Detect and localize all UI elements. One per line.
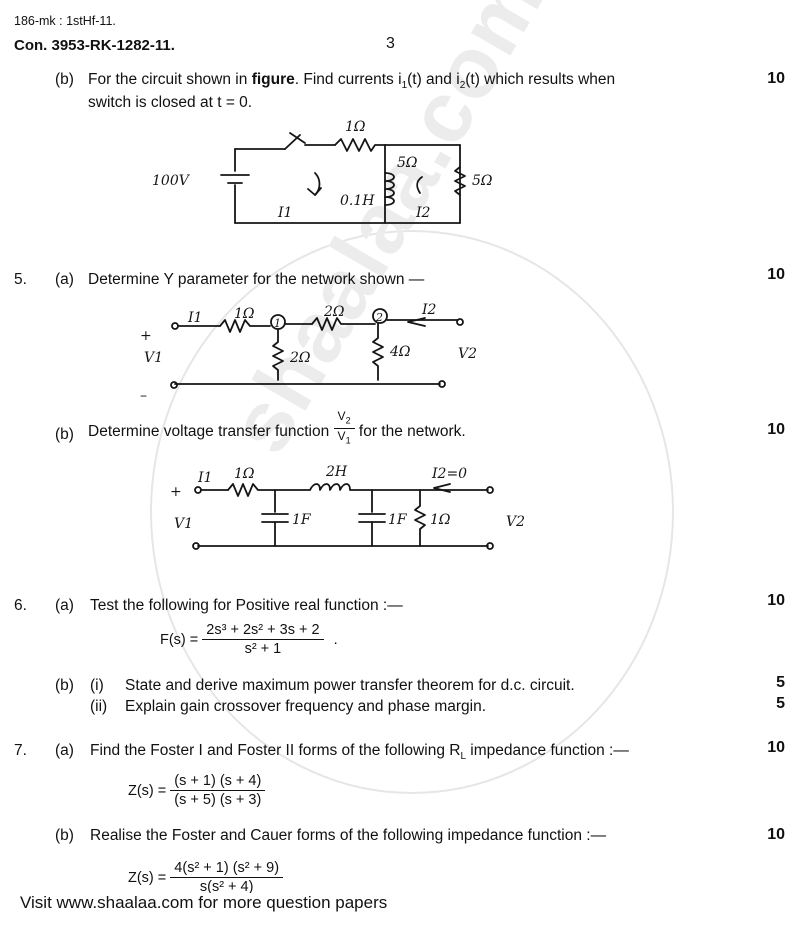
c3-v1-label: V1	[174, 516, 193, 532]
q5b-label: (b)	[55, 426, 74, 443]
q6b-ii-text: Explain gain crossover frequency and pha…	[125, 698, 487, 715]
q6b-i-label: (i)	[90, 677, 104, 694]
page-number: 3	[386, 35, 395, 52]
q6-number: 6.	[14, 597, 27, 614]
q5-number: 5.	[14, 271, 27, 288]
q7b-marks: 10	[767, 826, 785, 843]
c3-r2-label: 1Ω	[430, 512, 451, 528]
q7a-equation: Z(s) = (s + 1) (s + 4)(s + 5) (s + 3)	[128, 773, 266, 808]
watermark-circle	[150, 230, 674, 794]
q6b-i-text: State and derive maximum power transfer …	[125, 677, 575, 694]
circuit-q4b: 100V 1Ω 5Ω 5Ω 0.1H I1 I2	[152, 119, 493, 224]
q5b-fraction: V2 V1	[333, 410, 355, 448]
c2-n1-label: 1	[274, 317, 281, 330]
c1-i1-label: I1	[277, 205, 292, 221]
c3-l-label: 2H	[325, 464, 348, 480]
c2-v1-label: V1	[144, 350, 163, 366]
q5a-marks: 10	[767, 266, 785, 283]
q6b-ii-marks: 5	[776, 695, 785, 712]
q6a-label: (a)	[55, 597, 74, 614]
q5a-label: (a)	[55, 271, 74, 288]
svg-text:+: +	[140, 328, 152, 344]
c2-r3-label: 2Ω	[289, 350, 311, 366]
footer-link[interactable]: Visit www.shaalaa.com for more question …	[18, 893, 390, 913]
q6b-ii-label: (ii)	[90, 698, 108, 715]
q4b-marks: 10	[767, 70, 785, 87]
c2-v2-label: V2	[458, 346, 477, 362]
c3-c2-label: 1F	[388, 512, 408, 528]
c2-r4-label: 4Ω	[389, 344, 411, 360]
q7a-text: Find the Foster I and Foster II forms of…	[90, 742, 629, 763]
svg-text:–: –	[140, 388, 147, 404]
q5a-text: Determine Y parameter for the network sh…	[88, 271, 425, 288]
q6a-text: Test the following for Positive real fun…	[90, 597, 403, 614]
c3-v2-label: V2	[506, 514, 525, 530]
circuit-q5b: + I1 1Ω 2H I2=0 1F 1F 1Ω V1 V2	[170, 464, 525, 550]
c1-source-label: 100V	[152, 173, 191, 189]
q4b-text-line2: switch is closed at t = 0.	[88, 94, 253, 111]
q7-number: 7.	[14, 742, 27, 759]
c3-r1-label: 1Ω	[234, 466, 255, 482]
q5b-text: Determine voltage transfer function V2 V…	[88, 409, 466, 448]
paper-code: 186-mk : 1stHf-11.	[14, 14, 116, 28]
c1-i2-label: I2	[415, 205, 431, 221]
c1-r1-label: 1Ω	[345, 119, 366, 135]
q4b-text-line1: For the circuit shown in figure. Find cu…	[88, 71, 616, 92]
c2-r2-label: 2Ω	[323, 304, 345, 320]
svg-text:+: +	[170, 484, 182, 500]
c3-c1-label: 1F	[292, 512, 312, 528]
q5b-marks: 10	[767, 421, 785, 438]
c2-r1-label: 1Ω	[234, 306, 255, 322]
c1-l-label: 0.1H	[340, 193, 375, 209]
q7b-label: (b)	[55, 827, 74, 844]
q6b-i-marks: 5	[776, 674, 785, 691]
con-number: Con. 3953-RK-1282-11.	[14, 37, 175, 54]
q7a-label: (a)	[55, 742, 74, 759]
q7b-equation: Z(s) = 4(s² + 1) (s² + 9)s(s² + 4)	[128, 860, 284, 895]
circuit-q5a: + – I1 1Ω 1 2Ω 2 I2 2Ω 4Ω V1 V2	[140, 302, 477, 404]
c2-i1-label: I1	[187, 310, 202, 326]
c3-i1-label: I1	[197, 470, 212, 486]
c1-r2-label: 5Ω	[397, 155, 418, 171]
c2-n2-label: 2	[375, 311, 383, 324]
q6a-marks: 10	[767, 592, 785, 609]
c2-i2-label: I2	[421, 302, 437, 318]
q6b-label: (b)	[55, 677, 74, 694]
q7b-text: Realise the Foster and Cauer forms of th…	[90, 827, 607, 844]
c1-r3-label: 5Ω	[472, 173, 493, 189]
q7a-marks: 10	[767, 739, 785, 756]
c3-i2-label: I2=0	[431, 466, 467, 482]
q4b-label: (b)	[55, 71, 74, 88]
